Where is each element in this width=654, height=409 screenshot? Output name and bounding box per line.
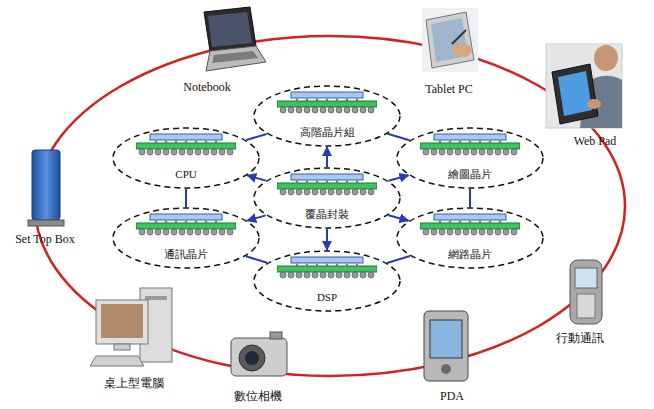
chip-group-ellipse: CPU [112,127,260,189]
chip-symbol [420,134,520,155]
dashed-ellipse [254,251,400,311]
keyboard [90,356,144,366]
set-top-box-stand [28,220,64,226]
pda-body [424,311,468,381]
link-line [388,134,410,140]
digital-camera-illustration [231,332,287,376]
mobile-phone-illustration [570,260,602,324]
dashed-ellipse [254,168,400,228]
link-line [469,189,471,207]
camera-lens-glass [245,351,259,365]
person-head [594,45,618,71]
laptop-lid [204,7,256,51]
chip-label: 通訊晶片 [164,248,208,261]
device-label: Notebook [183,80,230,94]
device-label: Web Pad [574,134,617,148]
photo-background [422,8,478,72]
pda-screen [430,320,462,358]
pad-body [552,64,598,124]
monitor-screen [101,304,143,338]
dashed-ellipse [397,128,543,188]
chip-symbol [136,214,236,235]
pda-button [441,364,451,374]
camera-flash [270,332,282,339]
laptop-keyboard [212,51,258,63]
chip-symbol [420,214,520,235]
chip-label: 繪圖晶片 [448,168,492,181]
dashed-ellipse [113,128,259,188]
dashed-ellipse [254,86,400,146]
chip-group-ellipse: 網路晶片 [396,207,544,269]
laptop-screen [208,12,252,47]
chip-label: 高階晶片組 [300,126,355,139]
chip-label: 網路晶片 [448,248,492,261]
chip-group-ellipse: DSP [253,250,401,312]
chip-group-ellipse: 通訊晶片 [112,207,260,269]
set-top-box-body [32,150,60,220]
arrow-connector [389,175,409,181]
chip-illustrations [136,92,520,278]
laptop-base [206,46,266,71]
dashed-ellipse [113,208,259,268]
monitor-stand [114,344,130,350]
chip-label: CPU [175,168,196,181]
device-label: 行動通訊 [556,331,604,345]
arrow-connector [326,229,328,250]
stylus [452,30,466,44]
notebook-illustration [204,7,266,71]
chip-label: DSP [317,291,337,304]
chip-label: 覆晶封裝 [305,208,349,221]
hand [452,43,472,57]
arrow-connector [247,215,265,220]
camera-body [231,338,287,376]
device-label: 桌上型電腦 [104,376,164,390]
chip-group-ellipse: 覆晶封裝 [253,167,401,229]
monitor [96,300,148,344]
tablet-body [426,12,474,68]
device-label: 數位相機 [234,389,282,403]
pda-illustration [424,311,468,381]
link-line [246,134,266,140]
web-pad-illustration [546,44,622,128]
chip-symbol [136,134,236,155]
device-label: Set Top Box [15,232,75,246]
drive-bay [145,296,167,300]
set-top-box-illustration [28,150,64,226]
chip-group-ellipse: 繪圖晶片 [396,127,544,189]
link-line [246,256,267,263]
hand [587,99,601,109]
dashed-ellipse [397,208,543,268]
arrow-connector [389,215,409,221]
tablet-pc-illustration [422,8,478,72]
device-label: Tablet PC [425,82,473,96]
device-label: PDA [440,389,464,403]
link-line [387,256,410,263]
desktop-computer-illustration [90,288,172,366]
device-ring [35,36,625,376]
phone-body [570,260,602,324]
chip-symbol [277,92,377,113]
chip-group-ellipse: 高階晶片組 [253,85,401,147]
chip-symbol [277,257,377,278]
arrow-connector [247,175,265,180]
camera-lens [239,345,265,371]
phone-screen [575,268,597,288]
photo-background [546,44,622,128]
pad-screen [558,71,592,116]
arrow-connector [326,147,328,167]
chip-symbol [277,174,377,195]
phone-keypad [577,294,595,318]
link-line [185,189,187,207]
